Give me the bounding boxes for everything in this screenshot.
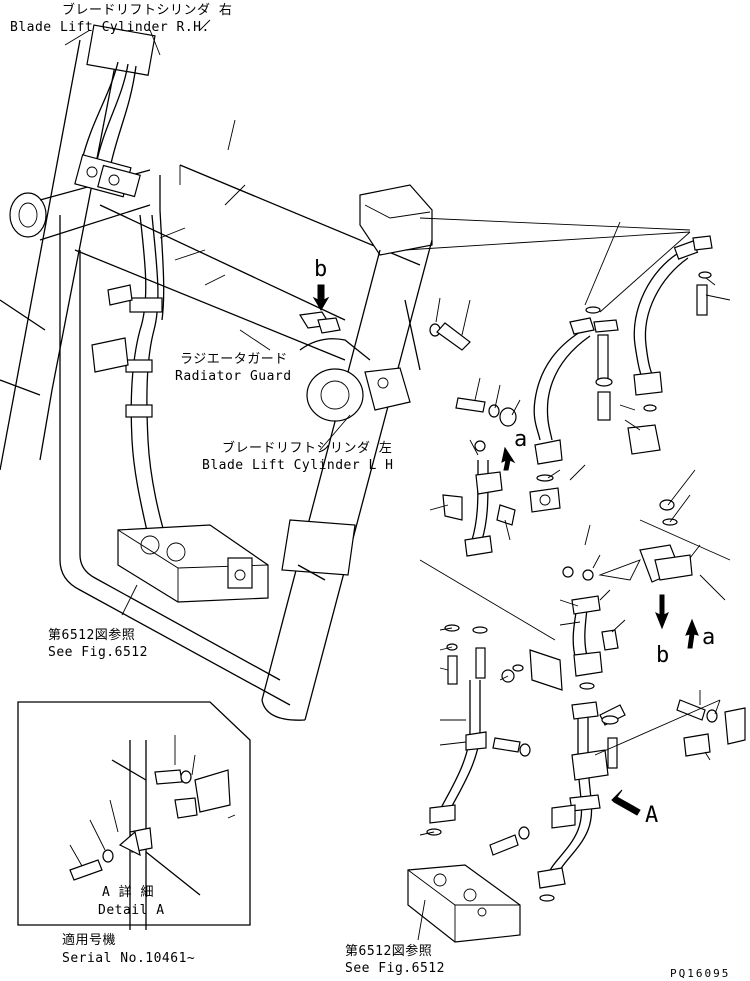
label-serial-jp: 適用号機 [62,932,116,948]
reference-lines [404,217,691,313]
arrow-b-right [655,594,669,630]
arrow-a [611,789,641,816]
leader-lh [319,414,351,451]
leader-fig6512-bottom [417,899,426,941]
label-figure-code: PQ16095 [670,967,730,980]
label-detail-en: Detail A [98,903,165,918]
lh-cylinder-assembly [261,184,433,721]
marker-A-arrow: A [645,803,658,828]
marker-a-right: a [702,625,715,650]
label-see-fig-top-jp: 第6512図参照 [48,627,135,643]
leader-radiator [239,329,271,351]
label-blade-lift-rh-en: Blade Lift Cylinder R.H. [10,20,210,35]
right-hose-assembly [407,235,746,943]
radiator-guard-frame [59,164,421,706]
label-see-fig-bottom-en: See Fig.6512 [345,961,445,976]
detail-a-box [17,701,251,930]
label-blade-lift-rh-jp: ブレードリフトシリンダ 右 [62,2,232,18]
label-radiator-guard-en: Radiator Guard [175,369,292,384]
label-blade-lift-lh-en: Blade Lift Cylinder L H [202,458,394,473]
marker-b-top: b [314,257,327,282]
leader-lines [64,19,731,836]
label-detail-jp: A 詳 細 [102,884,154,900]
rh-cylinder-assembly [0,24,269,603]
leader-fig6512-top [121,584,138,616]
marker-b-right: b [656,643,669,668]
arrow-b-top [312,284,330,311]
label-see-fig-top-en: See Fig.6512 [48,645,148,660]
label-blade-lift-lh-jp: ブレードリフトシリンダ 左 [222,440,392,456]
label-see-fig-bottom-jp: 第6512図参照 [345,943,432,959]
label-radiator-guard-jp: ラジエータガード [180,352,288,367]
arrow-a-right [685,618,699,649]
label-serial-en: Serial No.10461~ [62,951,195,966]
arrow-a-mid [501,446,516,471]
leader-rh [149,29,161,56]
marker-a-mid: a [514,427,527,452]
